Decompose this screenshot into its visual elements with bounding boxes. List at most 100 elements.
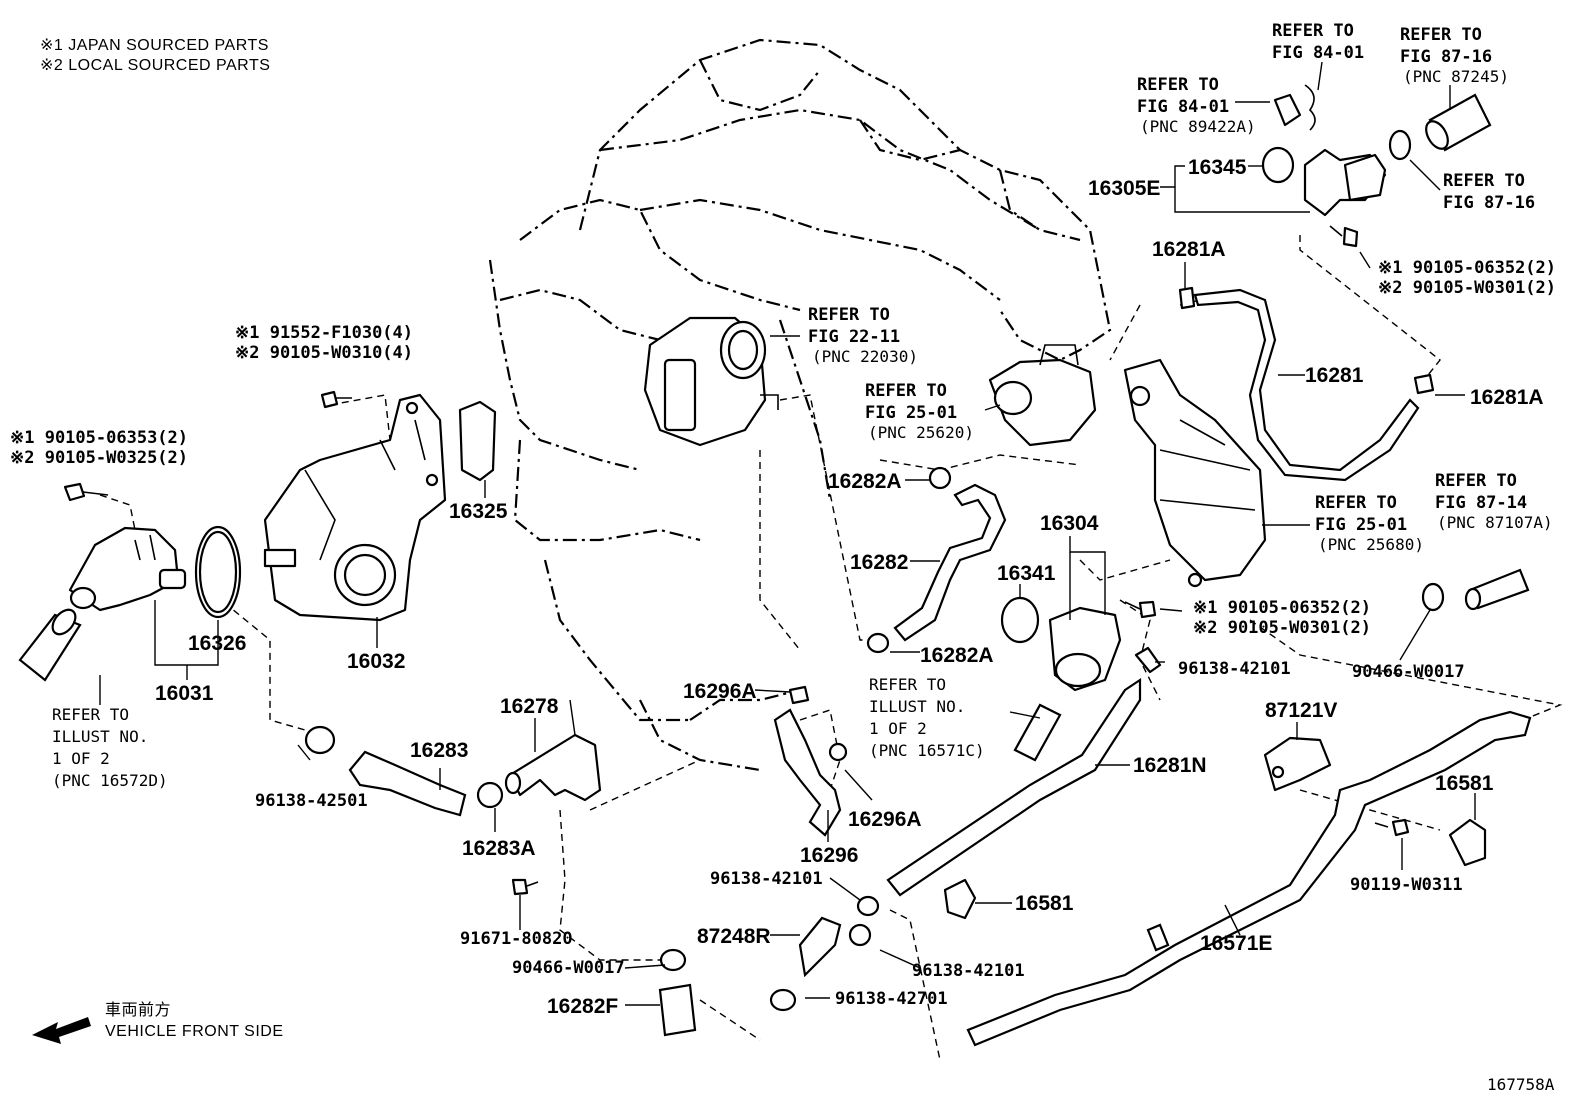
- hose-16571C-refer: [1013, 703, 1062, 762]
- clamp-16282A-top: [928, 466, 952, 490]
- clamp-16296A-bottom: [828, 742, 848, 762]
- callout-16032: 16032: [347, 650, 405, 673]
- label-90466-W0017-left: 90466-W0017: [512, 958, 625, 978]
- ref-line: FIG 84-01: [1137, 97, 1229, 117]
- front-label-en: VEHICLE FRONT SIDE: [105, 1023, 284, 1040]
- small-part-labels: 96138-42501 91671-80820 90466-W0017 9613…: [10, 258, 1556, 1009]
- front-direction-arrow-icon: [32, 1017, 91, 1044]
- legend-local: ※2 LOCAL SOURCED PARTS: [40, 57, 270, 74]
- ref-line: (PNC 87107A): [1437, 513, 1553, 532]
- callout-16281A-top: 16281A: [1152, 238, 1226, 261]
- ref-fig-25-01-b: REFER TO FIG 25-01 (PNC 25680): [1315, 493, 1424, 554]
- label-90119-W0311: 90119-W0311: [1350, 875, 1463, 895]
- clamp-90466-left: [659, 948, 687, 972]
- ref-illust-mid: REFER TO ILLUST NO. 1 OF 2 (PNC 16571C): [869, 675, 985, 760]
- ref-fig-87-16-b: REFER TO FIG 87-16: [1443, 171, 1535, 213]
- gasket-16341: [1000, 596, 1040, 644]
- front-label-jp: 車両前方: [105, 1001, 171, 1019]
- callout-87121V: 87121V: [1265, 699, 1337, 722]
- clamp-90466-right: [1421, 582, 1445, 612]
- ref-line: (PNC 22030): [812, 347, 918, 366]
- clamp-16283A: [476, 781, 504, 809]
- label-bolt-d1: ※1 90105-06352(2): [1193, 598, 1371, 618]
- leader-lines: [99, 61, 1476, 1006]
- clamp-87-16: [1388, 129, 1412, 161]
- callout-16282A-bottom: 16282A: [920, 644, 994, 667]
- dashed-leaders: [99, 235, 1563, 1061]
- callout-16278: 16278: [500, 695, 559, 718]
- water-outlet-16304: [1048, 606, 1122, 692]
- ref-line: 1 OF 2: [52, 749, 110, 768]
- hose-87245-end: [1425, 120, 1449, 150]
- bolts: [63, 225, 1410, 896]
- label-96138-42101-c: 96138-42101: [1178, 659, 1291, 679]
- hose-87107A-end: [1464, 587, 1482, 611]
- ref-line: REFER TO: [869, 675, 946, 694]
- hose-16296: [773, 708, 842, 837]
- callout-16282A-top: 16282A: [828, 470, 902, 493]
- water-outlet-housing: [263, 393, 447, 622]
- callout-16296A-bottom: 16296A: [848, 808, 922, 831]
- ref-line: FIG 87-16: [1400, 47, 1492, 67]
- hose-16283: [348, 750, 467, 817]
- legend: ※1 JAPAN SOURCED PARTS ※2 LOCAL SOURCED …: [40, 37, 270, 74]
- label-90466-W0017-right: 90466-W0017: [1352, 662, 1465, 682]
- clamp-16581-right: [1448, 818, 1487, 867]
- label-91671-80820: 91671-80820: [460, 929, 573, 949]
- ref-line: (PNC 16572D): [52, 771, 168, 790]
- ref-line: 1 OF 2: [869, 719, 927, 738]
- callout-16581-mid: 16581: [1015, 892, 1074, 915]
- hose-16281: [1193, 288, 1420, 482]
- callout-16282F: 16282F: [547, 995, 618, 1018]
- hose-87248R: [798, 916, 842, 978]
- label-bolt-a2: ※2 90105-W0325(2): [10, 448, 188, 468]
- ref-line: ILLUST NO.: [52, 727, 148, 746]
- callout-16341: 16341: [997, 562, 1056, 585]
- ref-line: REFER TO: [1137, 75, 1219, 95]
- gasket-16325: [458, 400, 497, 482]
- clamp-16281A-right: [1413, 373, 1435, 395]
- ref-illust-left: REFER TO ILLUST NO. 1 OF 2 (PNC 16572D): [52, 705, 168, 790]
- callout-16031: 16031: [155, 682, 214, 705]
- bracket-hole: [1271, 765, 1285, 779]
- ref-fig-84-01-b: REFER TO FIG 84-01: [1272, 21, 1364, 63]
- clamp-96138-42101-b: [848, 923, 872, 947]
- clamp-96138-42501: [304, 725, 336, 755]
- ref-line: REFER TO: [865, 381, 947, 401]
- callout-16304: 16304: [1040, 512, 1099, 535]
- ref-line: (PNC 89422A): [1140, 117, 1256, 136]
- callout-16325: 16325: [449, 500, 508, 523]
- clamp-16296A-top: [788, 685, 810, 705]
- callout-87248R: 87248R: [697, 925, 771, 948]
- label-bolt-b1: ※1 91552-F1030(4): [235, 323, 413, 343]
- ref-line: FIG 84-01: [1272, 43, 1364, 63]
- ref-line: REFER TO: [1315, 493, 1397, 513]
- egr-valve-refer: [988, 344, 1097, 447]
- ref-line: FIG 87-16: [1443, 193, 1535, 213]
- engine-outline: [488, 38, 1112, 772]
- ref-line: (PNC 25680): [1318, 535, 1424, 554]
- ref-line: FIG 25-01: [865, 403, 957, 423]
- throttle-body: [643, 316, 779, 447]
- label-96138-42701: 96138-42701: [835, 989, 948, 1009]
- bracket-87121V: [1263, 736, 1332, 792]
- ref-line: ILLUST NO.: [869, 697, 965, 716]
- clamp-96138-42701: [769, 988, 797, 1012]
- label-bolt-c2: ※2 90105-W0301(2): [1378, 278, 1556, 298]
- clamp-16581-mid: [943, 878, 977, 920]
- part-callouts: 16031 16326 16032 16325 16283 16283A 162…: [155, 156, 1544, 1018]
- reference-blocks: REFER TO ILLUST NO. 1 OF 2 (PNC 16572D) …: [52, 21, 1553, 790]
- label-96138-42101-a: 96138-42101: [710, 869, 823, 889]
- ref-line: REFER TO: [1400, 25, 1482, 45]
- ref-line: REFER TO: [1443, 171, 1525, 191]
- ref-line: FIG 25-01: [1315, 515, 1407, 535]
- callout-16283A: 16283A: [462, 837, 536, 860]
- water-outlet-16305E: [1303, 148, 1387, 217]
- sensor-89422A: [1273, 93, 1302, 127]
- ref-line: FIG 22-11: [808, 327, 900, 347]
- clamp-16282A-bottom: [866, 632, 890, 654]
- hose-16282: [893, 483, 1007, 642]
- gasket-16326-inner: [198, 530, 238, 614]
- callout-16296A-top: 16296A: [683, 680, 757, 703]
